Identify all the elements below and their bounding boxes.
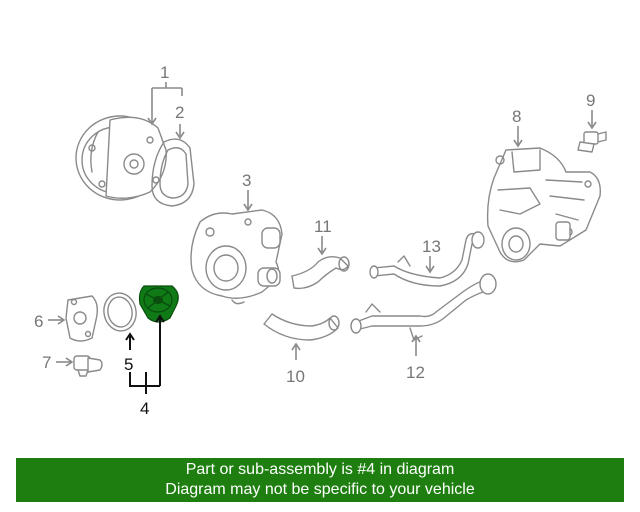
sensor[interactable] xyxy=(73,355,103,377)
callout-1: 1 xyxy=(160,63,169,82)
thermostat-gasket[interactable] xyxy=(101,291,139,334)
callout-2: 2 xyxy=(175,103,184,122)
leader-4 xyxy=(145,316,161,394)
callout-4: 4 xyxy=(140,399,149,418)
upper-hose[interactable] xyxy=(291,255,350,290)
callout-12: 12 xyxy=(406,363,425,382)
banner-line-1: Part or sub-assembly is #4 in diagram xyxy=(185,461,455,478)
callout-3: 3 xyxy=(242,171,251,190)
callout-10: 10 xyxy=(286,367,305,386)
banner-line-2: Diagram may not be specific to your vehi… xyxy=(165,481,475,498)
bypass-pipe[interactable] xyxy=(350,273,497,341)
leader-1 xyxy=(151,82,183,124)
callout-9: 9 xyxy=(586,91,595,110)
water-pump-gasket[interactable] xyxy=(151,138,195,207)
coolant-pipe[interactable] xyxy=(369,231,485,287)
temperature-sensor[interactable] xyxy=(577,131,607,153)
info-banner: Part or sub-assembly is #4 in diagram Di… xyxy=(16,458,624,502)
thermostat-housing[interactable] xyxy=(190,209,283,305)
coolant-manifold[interactable] xyxy=(486,147,601,263)
callout-6: 6 xyxy=(34,312,43,331)
callout-11: 11 xyxy=(314,217,332,236)
thermostat-highlighted[interactable] xyxy=(138,285,179,323)
callout-8: 8 xyxy=(512,107,521,126)
callout-7: 7 xyxy=(42,353,51,372)
callout-13: 13 xyxy=(422,237,441,256)
callout-5: 5 xyxy=(124,355,133,374)
water-pump[interactable] xyxy=(75,115,167,201)
lower-hose[interactable] xyxy=(263,313,340,341)
small-housing[interactable] xyxy=(65,295,99,342)
